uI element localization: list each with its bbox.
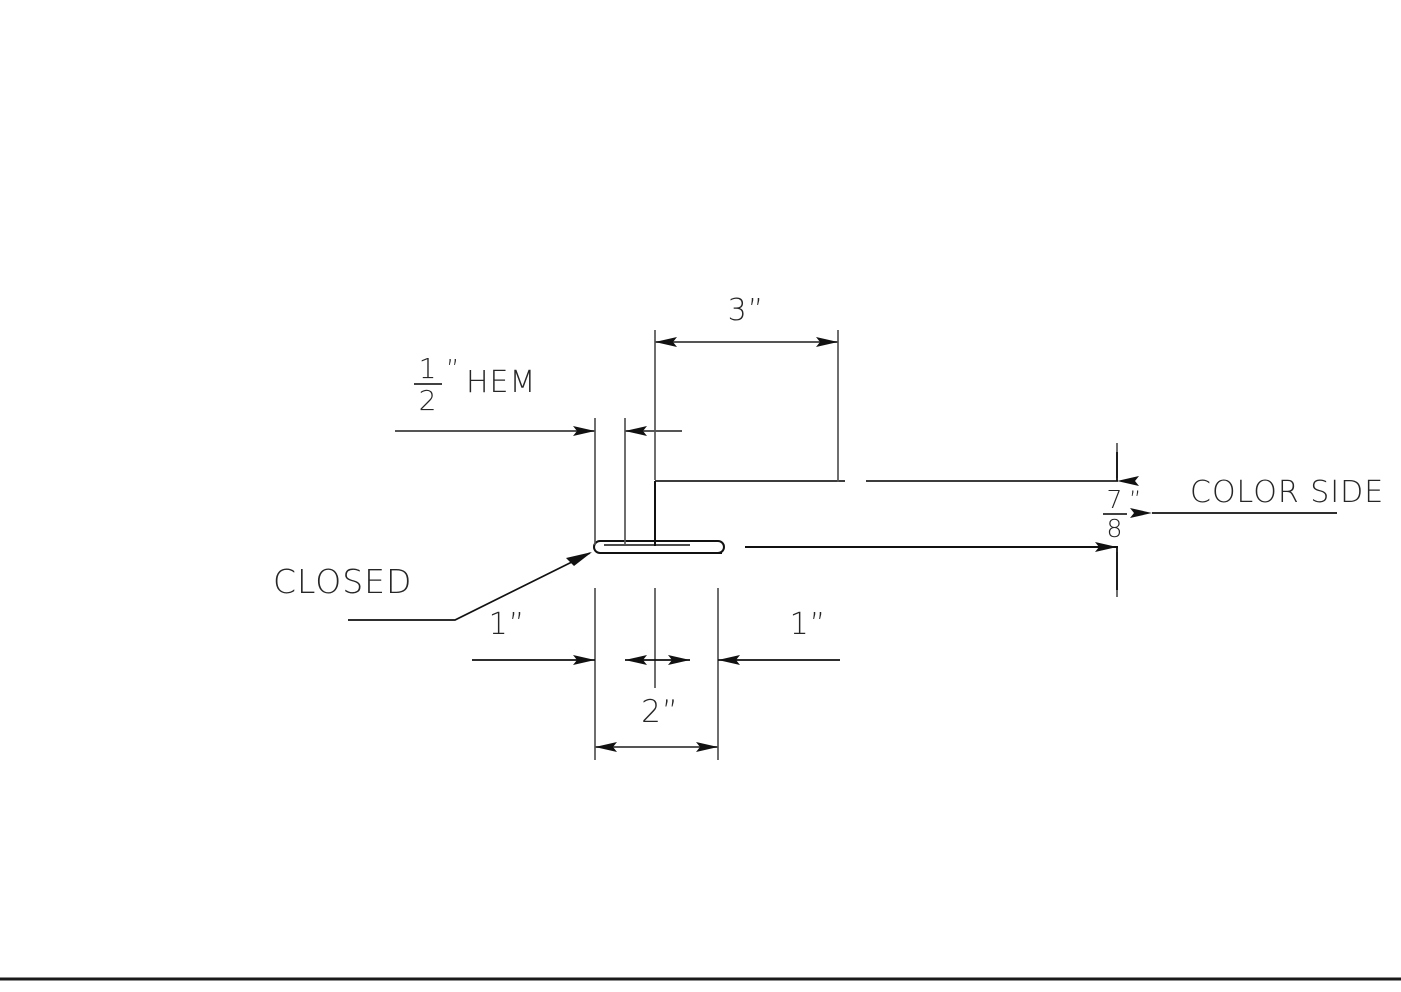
color-side-callout: COLOR SIDE (1130, 475, 1384, 518)
closed-leader-arrowhead (566, 552, 592, 566)
seven-eighths-fraction: 7 8 ” (1103, 485, 1142, 543)
dim-label-3in: 3” (728, 293, 765, 328)
dim-label-2in: 2” (641, 694, 679, 730)
hem-left-fold (593, 540, 601, 554)
closed-label: CLOSED (273, 562, 412, 601)
color-side-label: COLOR SIDE (1190, 475, 1384, 510)
profile-geometry-dark (593, 481, 1118, 554)
hem-fraction: 1 2 ” (414, 352, 460, 417)
closed-callout: CLOSED (273, 552, 592, 621)
hem-fraction-inch-mark: ” (446, 355, 460, 385)
dimension-2in: 2” (595, 694, 718, 752)
hem-fraction-numerator: 1 (419, 352, 438, 385)
dim-label-left-1in: 1” (489, 607, 526, 642)
hem-note-word: HEM (466, 365, 536, 400)
dim-78-numerator: 7 (1107, 485, 1124, 514)
dimension-seven-eighths: 7 8 ” (1095, 452, 1142, 590)
dim-78-inch-mark: ” (1129, 486, 1142, 514)
dimension-half-inch-hem: 1 2 ” HEM (395, 352, 682, 436)
dimension-chain-bottom: 1” 1” (472, 607, 840, 665)
dim-label-right-1in: 1” (790, 607, 827, 642)
hem-right-fold (717, 540, 725, 554)
dimension-3in: 3” (655, 293, 838, 347)
closed-leader-line (348, 552, 591, 621)
extension-lines (594, 330, 1118, 760)
hem-fraction-denominator: 2 (419, 384, 438, 417)
dim-78-denominator: 8 (1107, 514, 1124, 543)
